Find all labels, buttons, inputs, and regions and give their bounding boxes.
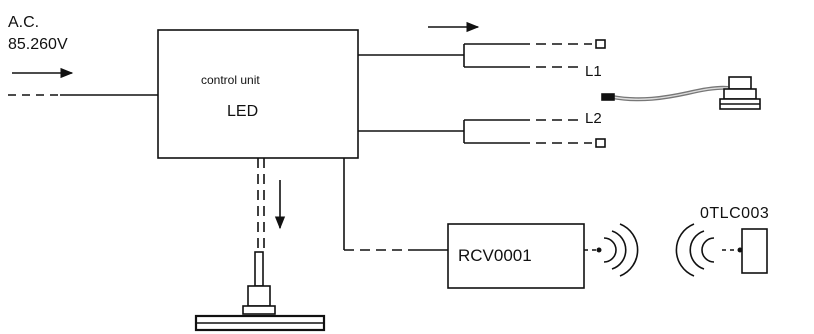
remote-device-icon: [741, 228, 768, 274]
supply-label-voltage: 85.260V: [8, 36, 68, 53]
control-unit-box: [157, 29, 359, 159]
remote-emitter-dot: [737, 247, 743, 253]
supply-label-type: A.C.: [8, 14, 40, 31]
receiver-signal-icon: [603, 223, 639, 277]
receiver-emitter-dot: [596, 247, 602, 253]
control-unit-label: control unit: [201, 73, 260, 87]
output-l2-label: L2: [585, 110, 602, 127]
l1-connector-icon: [595, 39, 606, 49]
downlight-icon: [194, 251, 326, 332]
receiver-box: [447, 223, 585, 289]
l2-connector-icon: [595, 138, 606, 148]
remote-label: 0TLC003: [700, 205, 770, 222]
led-lamp-icon: [601, 76, 761, 110]
output-l1-label: L1: [585, 63, 602, 80]
receiver-label: RCV0001: [458, 246, 532, 265]
remote-signal-icon: [675, 223, 715, 277]
control-unit-led-label: LED: [227, 103, 259, 120]
